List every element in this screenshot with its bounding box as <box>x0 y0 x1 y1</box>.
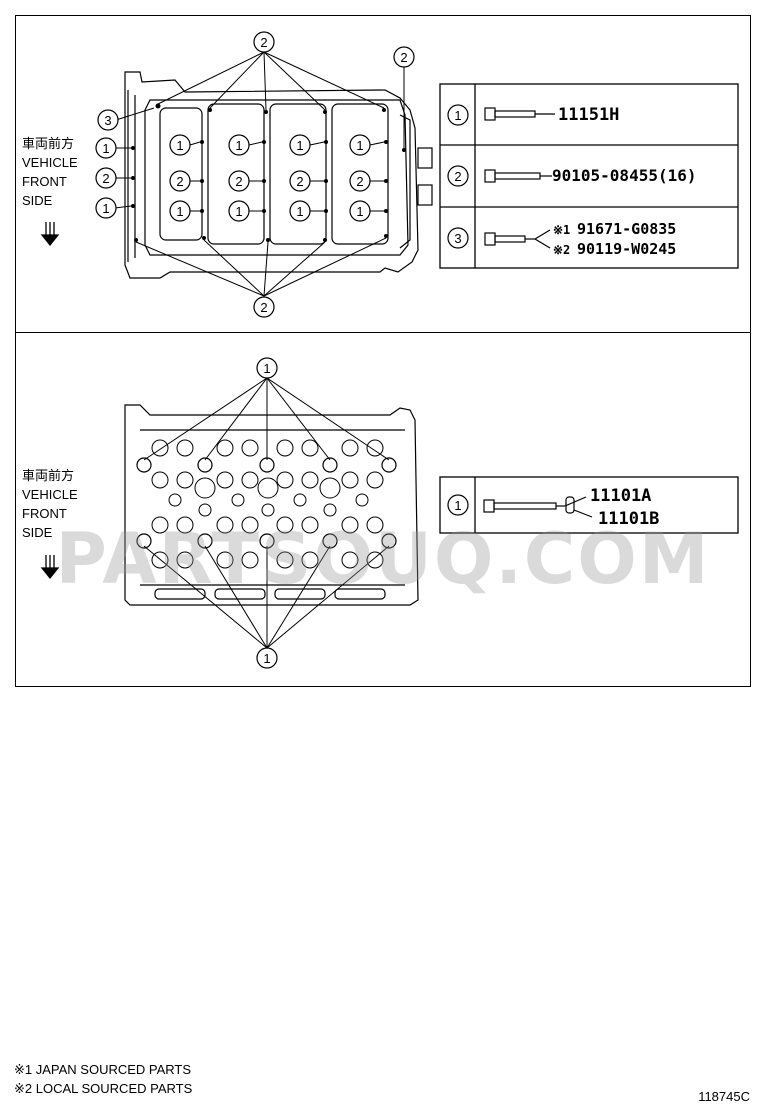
part-number-91671: 91671-G0835 <box>577 220 676 238</box>
vehicle-front-label-bottom: 車両前方 VEHICLE FRONT SIDE <box>22 466 78 542</box>
direction-label-line2: FRONT <box>22 174 67 189</box>
direction-label-line2: FRONT <box>22 506 67 521</box>
callout-2-r2c1: 2 <box>176 174 183 189</box>
vehicle-front-label-top: 車両前方 VEHICLE FRONT SIDE <box>22 134 78 210</box>
callouts <box>95 31 469 669</box>
part-number-90119: 90119-W0245 <box>577 240 676 258</box>
diagram-code: 118745C <box>698 1089 750 1104</box>
parts-table-bottom <box>439 476 739 534</box>
callout-1-head-top: 1 <box>263 361 270 376</box>
direction-label-line1: VEHICLE <box>22 155 78 170</box>
part-number-11151h: 11151H <box>558 105 619 125</box>
table-index-head-1: 1 <box>454 498 461 513</box>
callout-1-r3c2: 1 <box>235 204 242 219</box>
table-index-1: 1 <box>454 108 461 123</box>
callout-1-head-bottom: 1 <box>263 651 270 666</box>
front-arrow-icon-top <box>40 222 60 247</box>
callout-1-r1c4: 1 <box>356 138 363 153</box>
callout-1-r1c3: 1 <box>296 138 303 153</box>
head-bolt-icon <box>483 496 593 518</box>
callout-1-r3c1: 1 <box>176 204 183 219</box>
parts-table-top <box>439 83 739 269</box>
bolt-icon-91671 <box>484 229 551 249</box>
footnote-japan: ※1 JAPAN SOURCED PARTS <box>14 1062 192 1077</box>
bottom-diagram-panel <box>15 332 751 687</box>
bolt-icon-11151h <box>484 107 555 121</box>
mark-japan: ※1 <box>553 223 570 237</box>
mark-local: ※2 <box>553 243 570 257</box>
cam-housing-outline <box>124 71 433 279</box>
callout-2-r2c2: 2 <box>235 174 242 189</box>
callout-2-right: 2 <box>400 50 407 65</box>
leader-lines-top <box>114 51 405 297</box>
front-arrow-icon-bottom <box>40 555 60 580</box>
part-number-90105: 90105-08455(16) <box>552 166 697 185</box>
footnote-local: ※2 LOCAL SOURCED PARTS <box>14 1081 193 1096</box>
valve-ports <box>151 439 384 569</box>
callout-2-r2c4: 2 <box>356 174 363 189</box>
bolt-icon-90105 <box>484 169 552 183</box>
direction-label-line1: VEHICLE <box>22 487 78 502</box>
callout-1-r3c3: 1 <box>296 204 303 219</box>
callout-1-r1c2: 1 <box>235 138 242 153</box>
callout-2-bottom: 2 <box>260 300 267 315</box>
callout-2-top: 2 <box>260 35 267 50</box>
direction-label-jp: 車両前方 <box>22 468 75 483</box>
direction-label-line3: SIDE <box>22 525 53 540</box>
callout-2-left: 2 <box>102 171 109 186</box>
callout-1-r1c1: 1 <box>176 138 183 153</box>
leader-lines-bottom <box>143 377 390 649</box>
callout-1-left-a: 1 <box>102 141 109 156</box>
part-number-11101a: 11101A <box>590 486 651 506</box>
table-index-3: 3 <box>454 231 461 246</box>
callout-1-left-b: 1 <box>102 201 109 216</box>
callout-1-r3c4: 1 <box>356 204 363 219</box>
direction-label-jp: 車両前方 <box>22 136 75 151</box>
callout-2-r2c3: 2 <box>296 174 303 189</box>
part-number-11101b: 11101B <box>598 509 659 529</box>
direction-label-line3: SIDE <box>22 193 53 208</box>
table-index-2: 2 <box>454 169 461 184</box>
bolt-holes-top <box>131 103 406 242</box>
cylinder-head-outline <box>124 404 419 606</box>
callout-3-left: 3 <box>104 113 111 128</box>
